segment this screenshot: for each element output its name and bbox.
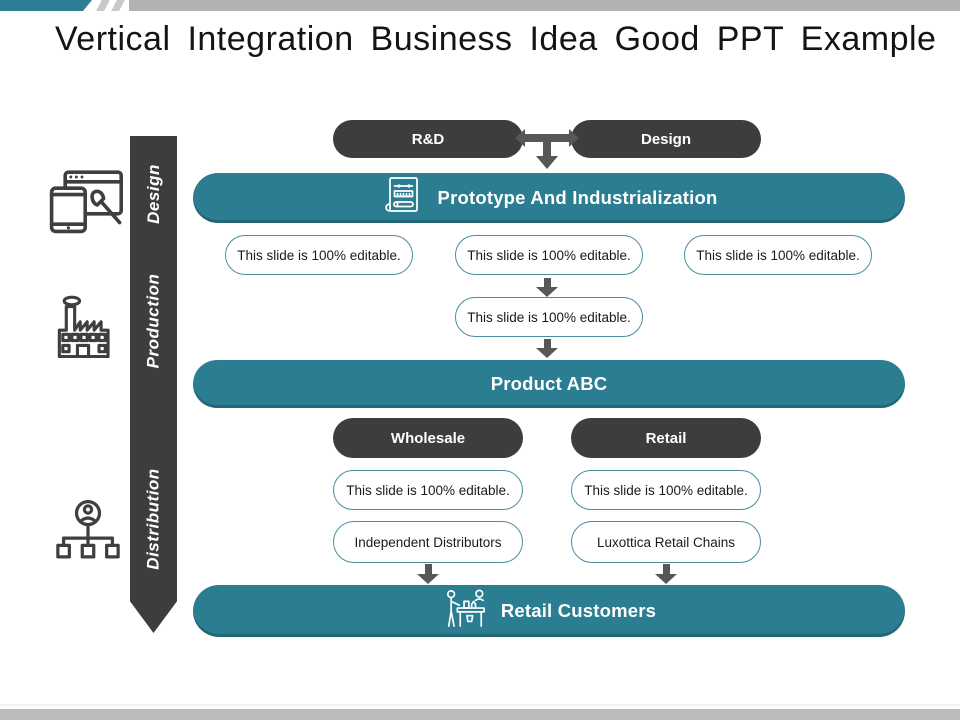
ribbon-label-design: Design bbox=[143, 163, 163, 224]
design-devices-icon bbox=[46, 168, 126, 234]
editable-pill-retail: This slide is 100% editable. bbox=[571, 470, 761, 510]
bottom-gray-bar bbox=[0, 709, 960, 720]
retail-pill-label: Retail bbox=[645, 429, 687, 447]
distribution-network-icon bbox=[52, 498, 124, 564]
prototype-band-label: Prototype And Industrialization bbox=[437, 187, 718, 208]
retail-customers-band: Retail Customers bbox=[193, 585, 905, 637]
top-gray-bar bbox=[129, 0, 960, 11]
top-accent-segment bbox=[0, 0, 92, 11]
editable-pill-wholesale: This slide is 100% editable. bbox=[333, 470, 523, 510]
factory-icon bbox=[48, 294, 118, 358]
t-connector-arrow-icon bbox=[515, 129, 579, 169]
top-stripe bbox=[96, 0, 110, 11]
bottom-divider bbox=[0, 704, 960, 706]
slide-title: Vertical Integration Business Idea Good … bbox=[55, 20, 937, 58]
down-arrow-icon bbox=[536, 278, 558, 297]
down-arrow-icon bbox=[536, 339, 558, 358]
product-band-label: Product ABC bbox=[490, 373, 608, 394]
design-pill-label: Design bbox=[640, 130, 691, 148]
product-band: Product ABC bbox=[193, 360, 905, 408]
retail-counter-icon bbox=[442, 588, 488, 635]
retail-pill: Retail bbox=[571, 418, 761, 458]
editable-pill-mid: This slide is 100% editable. bbox=[455, 297, 643, 337]
prototype-band: Prototype And Industrialization bbox=[193, 173, 905, 223]
editable-pill-1: This slide is 100% editable. bbox=[225, 235, 413, 275]
top-decor-bar bbox=[0, 0, 960, 11]
top-stripe bbox=[111, 0, 125, 11]
design-pill: Design bbox=[571, 120, 761, 158]
editable-pill-3: This slide is 100% editable. bbox=[684, 235, 872, 275]
ribbon-label-distribution: Distribution bbox=[143, 467, 163, 570]
wholesale-pill: Wholesale bbox=[333, 418, 523, 458]
editable-pill-2: This slide is 100% editable. bbox=[455, 235, 643, 275]
phase-ribbon: Design Production Distribution bbox=[130, 136, 177, 633]
ribbon-label-production: Production bbox=[143, 273, 163, 368]
down-arrow-icon bbox=[417, 564, 439, 584]
down-arrow-icon bbox=[655, 564, 677, 584]
rd-pill: R&D bbox=[333, 120, 523, 158]
wholesale-pill-label: Wholesale bbox=[390, 429, 466, 447]
retail-customers-band-label: Retail Customers bbox=[500, 600, 657, 621]
rd-pill-label: R&D bbox=[411, 130, 445, 148]
luxottica-retail-chains-pill: Luxottica Retail Chains bbox=[571, 521, 761, 563]
blueprint-ruler-icon bbox=[381, 176, 425, 221]
independent-distributors-pill: Independent Distributors bbox=[333, 521, 523, 563]
